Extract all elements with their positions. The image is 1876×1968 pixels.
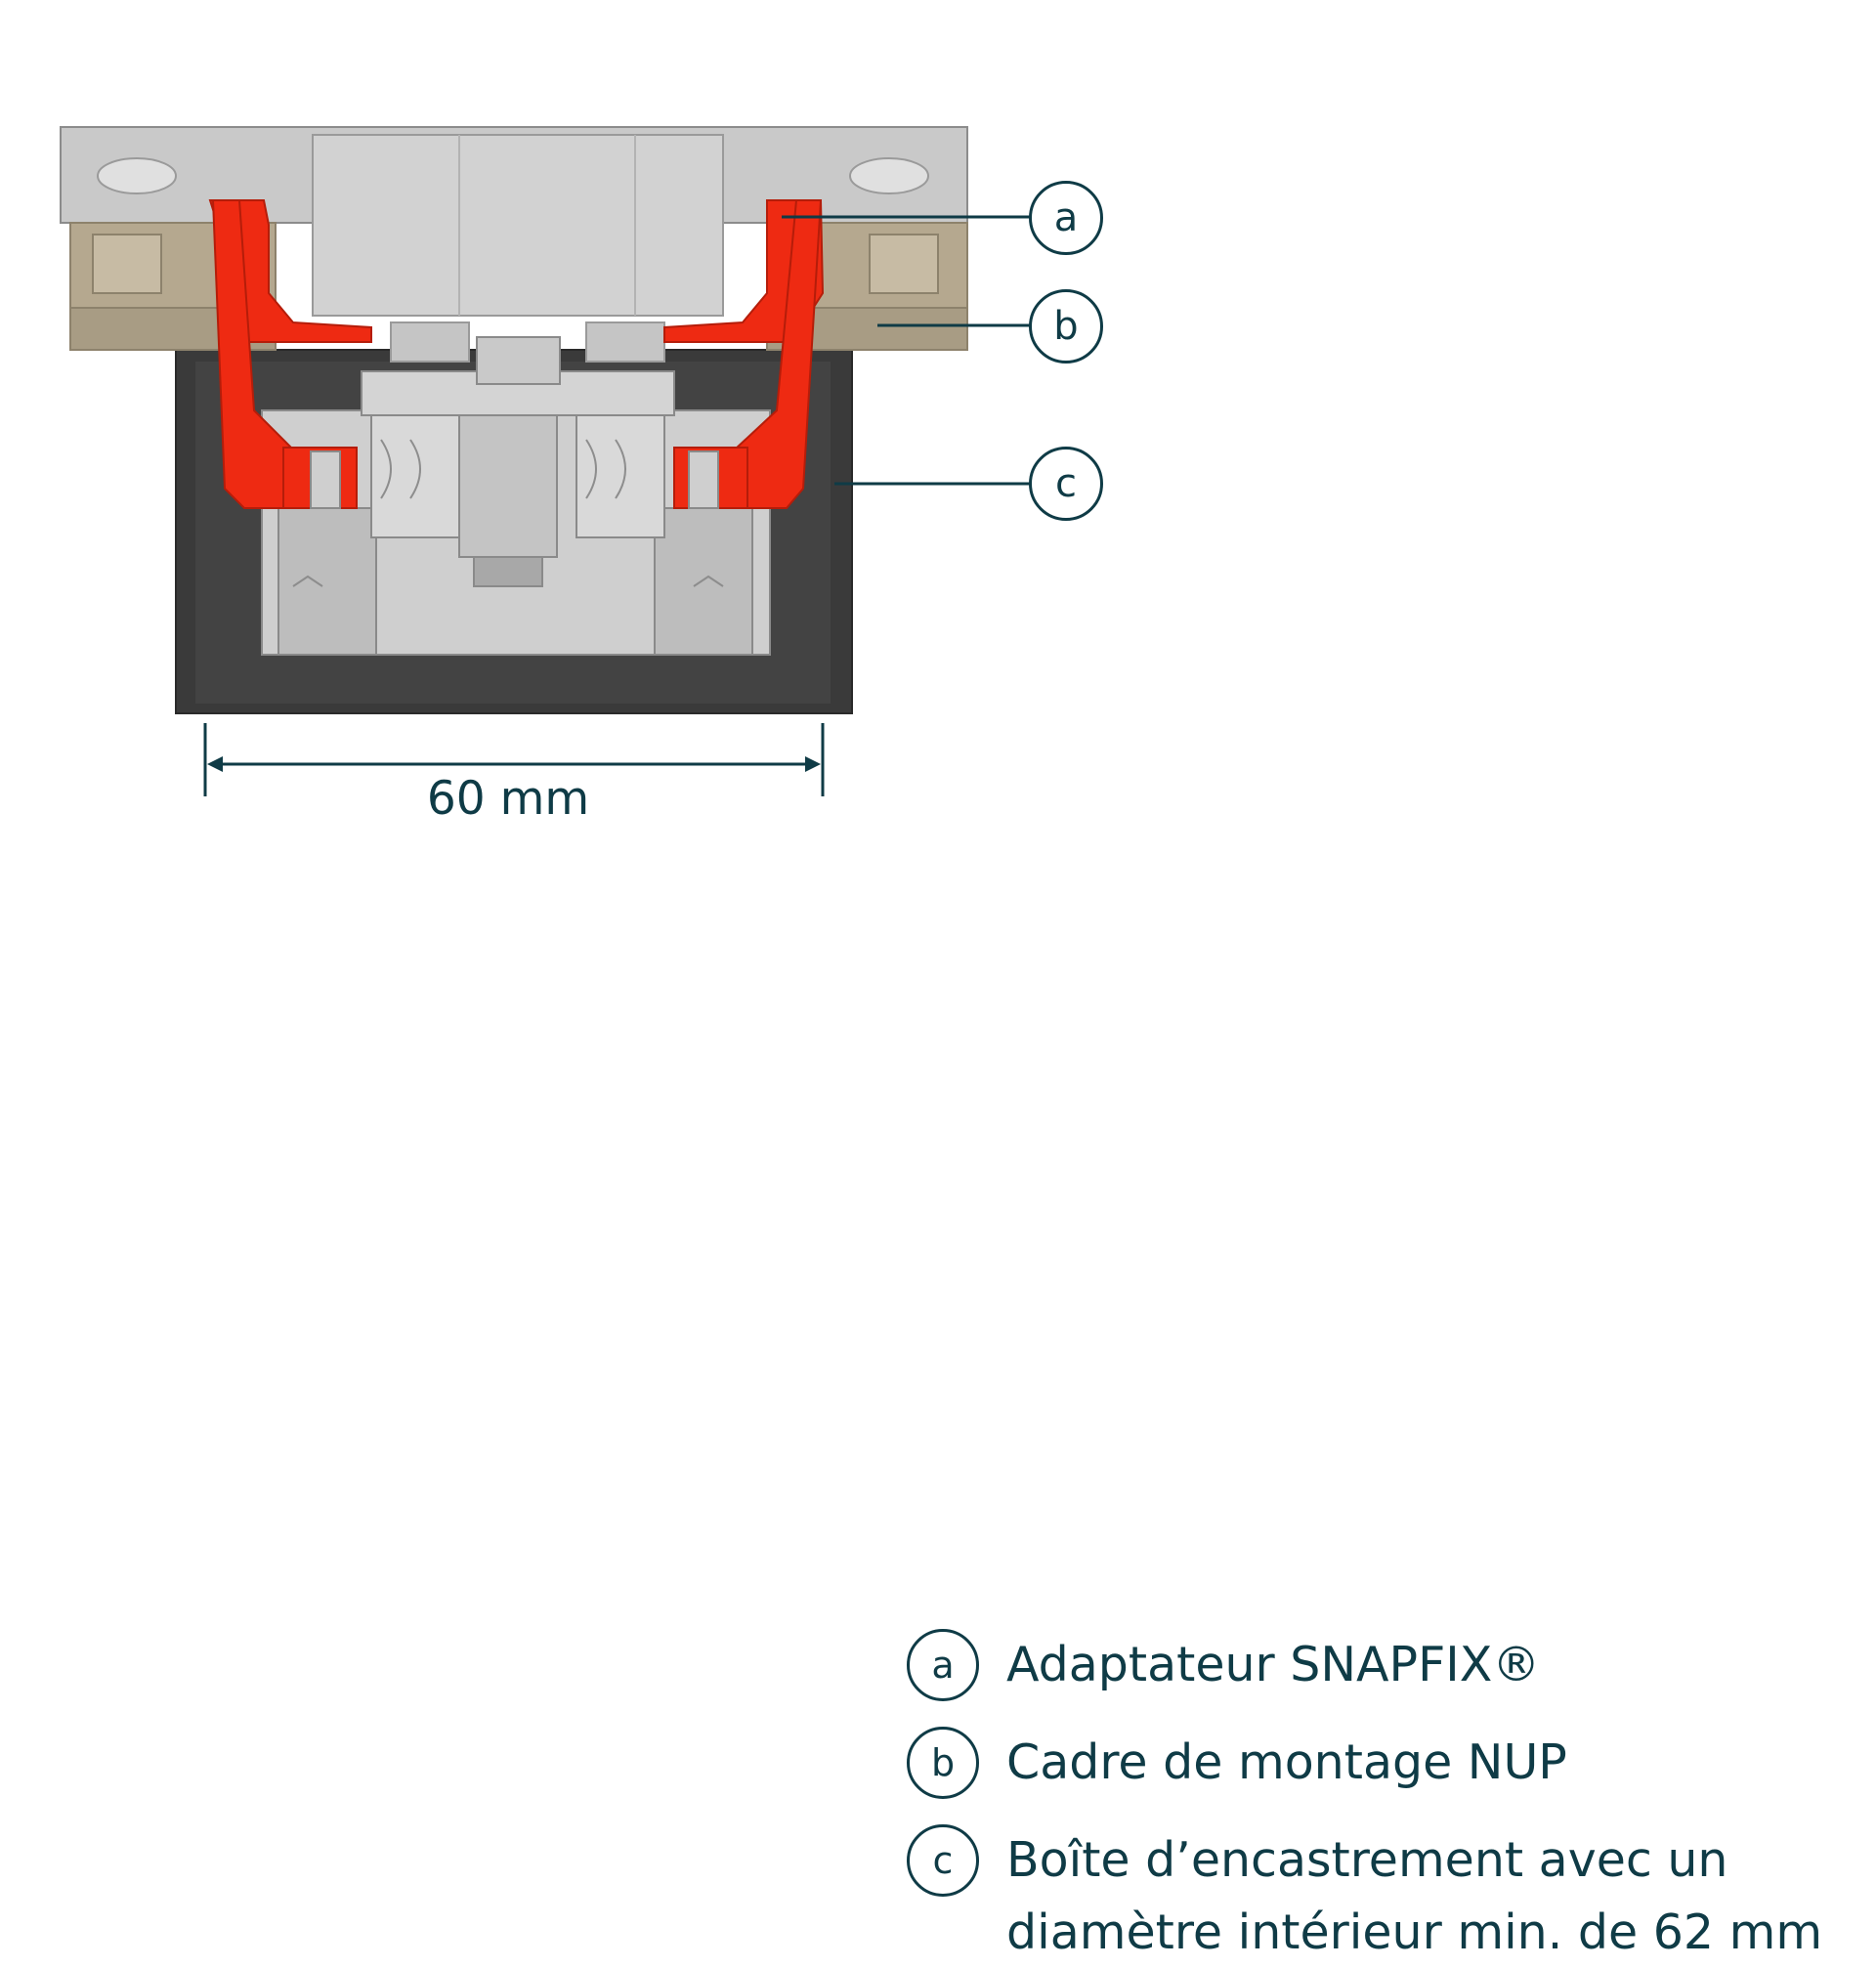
dimension-label: 60 mm <box>426 772 590 826</box>
legend-item-b: b Cadre de montage NUP <box>907 1724 1567 1802</box>
legend-item-a: a Adaptateur SNAPFIX® <box>907 1626 1540 1704</box>
diagram: a b c 60 mm a Adaptateur SNAPFIX® b Cadr… <box>60 126 1822 1960</box>
callout-a: a <box>1029 181 1103 255</box>
legend-marker-a: a <box>907 1629 979 1701</box>
callout-b-label: b <box>1053 304 1079 349</box>
callout-b: b <box>1029 289 1103 364</box>
legend-marker-c: c <box>907 1824 979 1897</box>
dimension-line <box>203 723 825 796</box>
callout-a-label: a <box>1053 195 1079 240</box>
cross-section-drawing <box>60 126 1033 796</box>
legend-text-b: Cadre de montage NUP <box>1006 1734 1567 1790</box>
legend-text-c-line2: diamètre intérieur min. de 62 mm <box>1006 1904 1823 1960</box>
callout-c-label: c <box>1055 461 1077 506</box>
socket-insert <box>261 336 771 656</box>
legend-text-c-line1: Boîte d’encastrement avec un <box>1006 1832 1728 1888</box>
leader-lines <box>782 215 1033 486</box>
callout-c: c <box>1029 447 1103 521</box>
legend-marker-b: b <box>907 1727 979 1799</box>
legend-text-a: Adaptateur SNAPFIX® <box>1006 1637 1541 1692</box>
legend-item-c: c Boîte d’encastrement avec un <box>907 1821 1727 1900</box>
cover-plate <box>60 126 968 363</box>
snapfix-adapter <box>208 199 825 509</box>
